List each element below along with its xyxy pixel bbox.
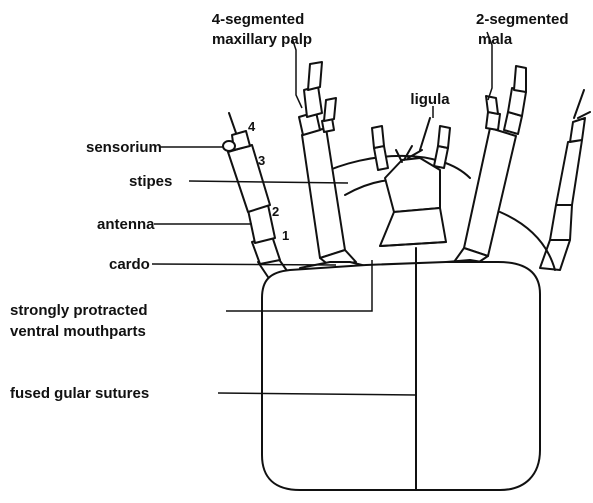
label-maxillary-palp-line1: 4-segmented [212,11,305,28]
label-antenna: antenna [97,216,155,233]
right-outer-arc [500,212,555,270]
label-sensorium: sensorium [86,139,162,156]
segment-number-2: 2 [272,204,279,219]
label-mala-line2: mala [478,31,513,48]
label-stipes: stipes [129,173,172,190]
segment-number-3: 3 [258,153,265,168]
label-mala-line1: 2-segmented [476,11,569,28]
left-mala [372,126,388,170]
segment-number-4: 4 [248,119,256,134]
left-antenna [223,113,290,280]
label-protracted-line2: ventral mouthparts [10,323,146,340]
head-capsule [262,262,540,490]
segment-number-1: 1 [282,228,289,243]
label-cardo: cardo [109,256,150,273]
label-ligula: ligula [410,91,450,108]
right-antenna [540,112,590,270]
labium [380,118,446,246]
label-maxillary-palp-line2: maxillary palp [212,31,312,48]
right-antenna-tip [574,90,584,118]
label-protracted-line1: strongly protracted [10,302,148,319]
label-gular-sutures: fused gular sutures [10,385,149,402]
right-mala [434,126,450,168]
